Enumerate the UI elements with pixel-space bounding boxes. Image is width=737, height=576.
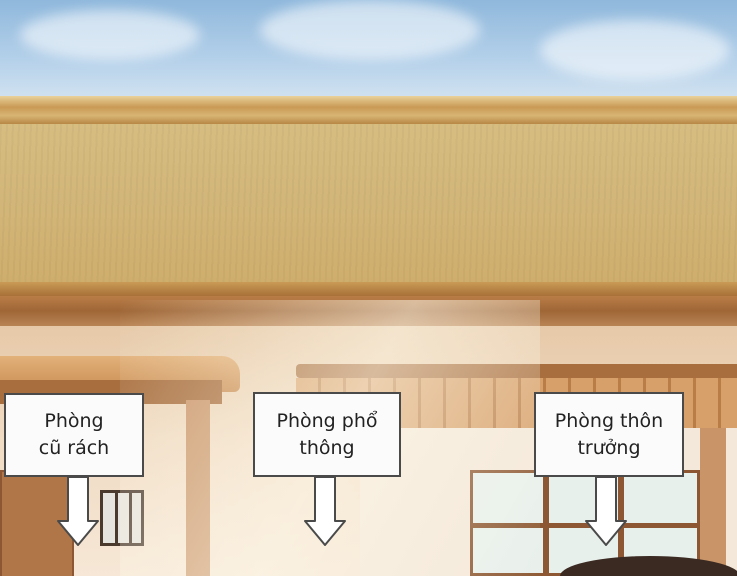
roof-ridge — [0, 96, 737, 124]
window-frame — [473, 523, 697, 528]
character-hair — [560, 556, 737, 576]
sign-chief-room[interactable]: Phòng thôn trưởng — [534, 392, 684, 477]
cloud — [260, 0, 480, 60]
sky — [0, 0, 737, 110]
lantern-bar — [115, 493, 118, 543]
thatched-roof — [0, 124, 737, 284]
sign-broken-room-label: Phòng cũ rách — [38, 410, 110, 459]
sign-chief-room-label: Phòng thôn trưởng — [554, 409, 664, 459]
down-arrow-icon — [304, 477, 346, 546]
down-arrow-icon — [585, 477, 627, 546]
right-pillar — [700, 428, 726, 576]
sign-normal-room-label: Phòng phổ thông — [276, 409, 378, 459]
sign-normal-room[interactable]: Phòng phổ thông — [253, 392, 401, 477]
roof-edge — [0, 282, 737, 296]
sign-broken-room[interactable]: Phòng cũ rách — [4, 393, 144, 477]
down-arrow-icon — [57, 477, 99, 546]
cloud — [540, 20, 730, 80]
cloud — [20, 10, 200, 60]
